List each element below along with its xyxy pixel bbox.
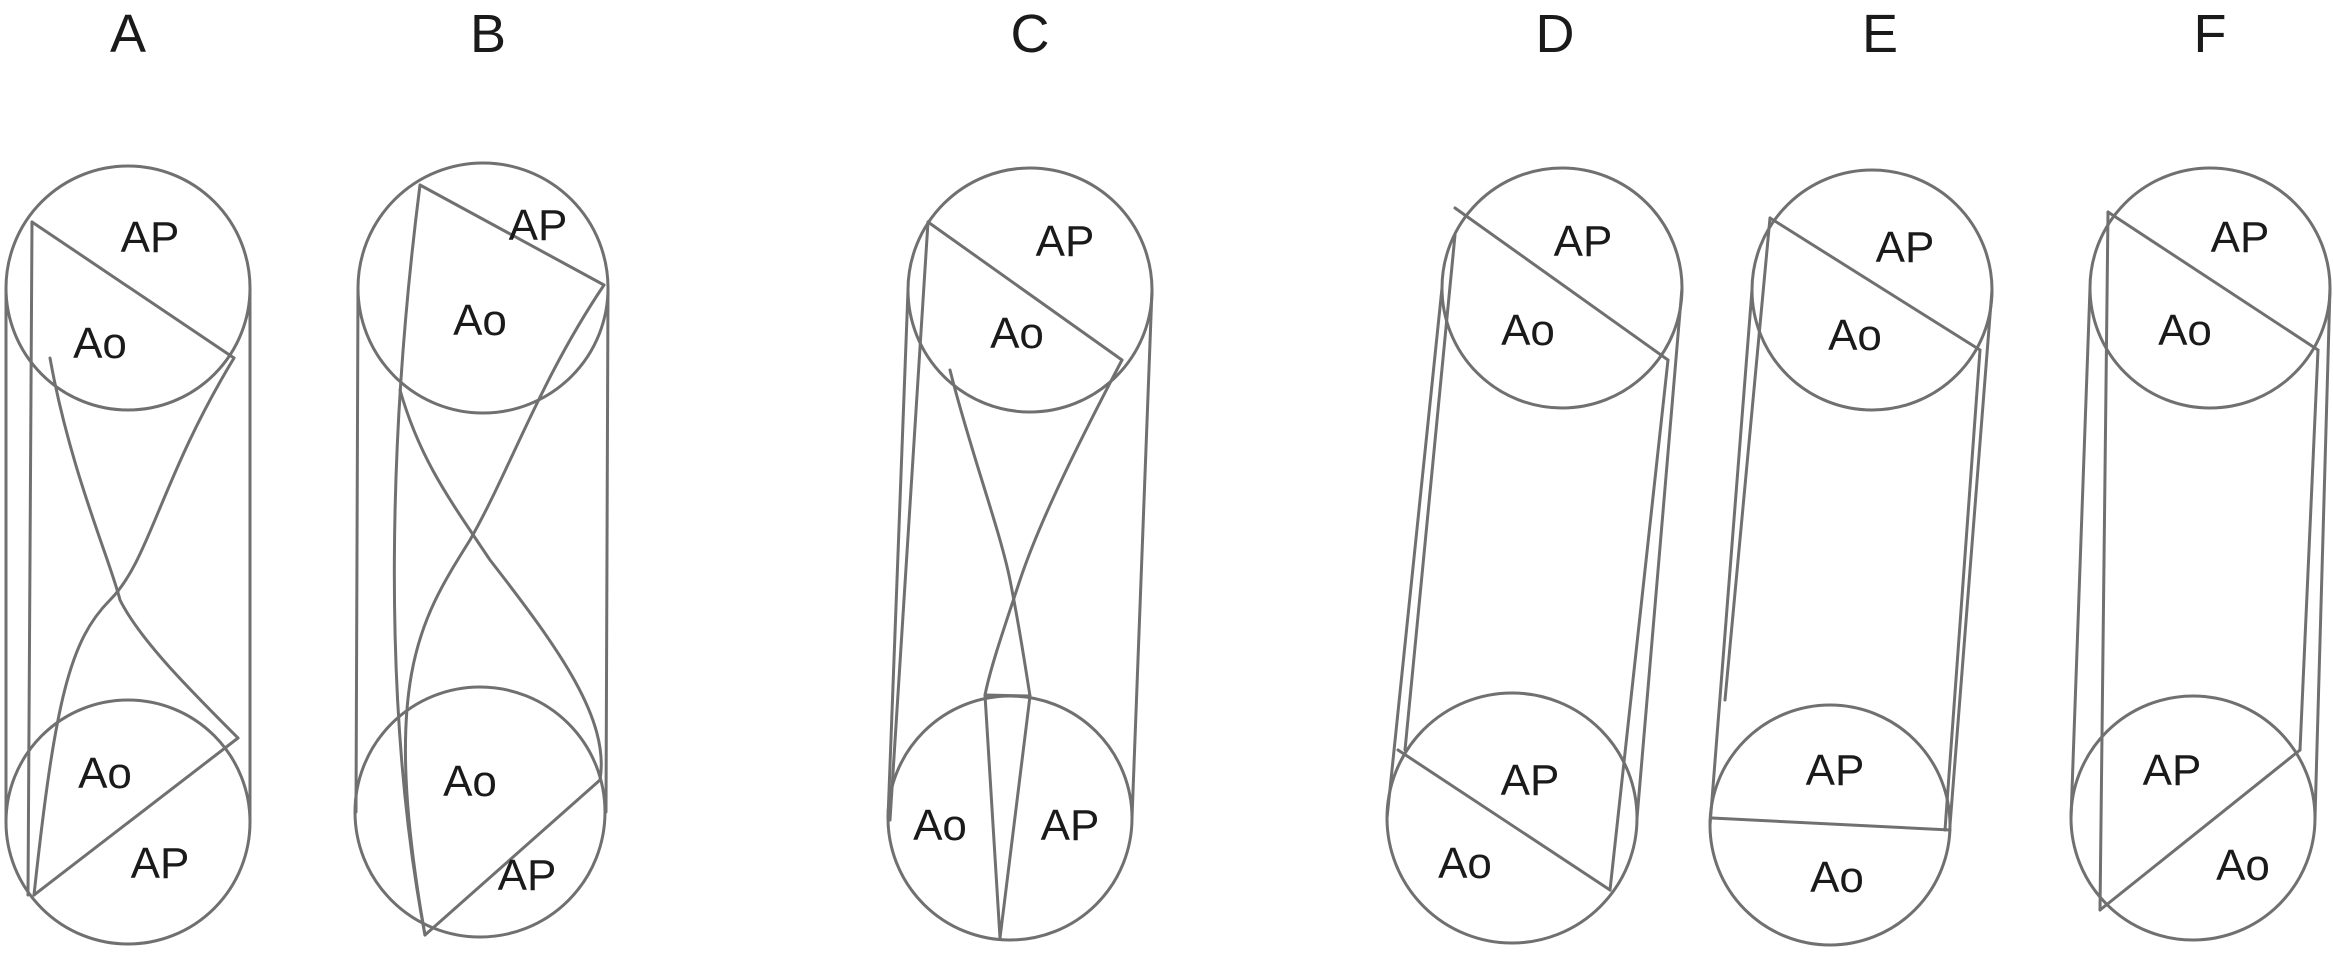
twist-line bbox=[983, 358, 1124, 697]
label-ao: Ao bbox=[1438, 839, 1492, 888]
panel-letter: B bbox=[470, 4, 506, 64]
twist-line bbox=[48, 356, 240, 740]
twist-line bbox=[403, 283, 606, 937]
tube-inner-line bbox=[2298, 348, 2320, 752]
label-ao: Ao bbox=[453, 296, 507, 345]
panel-letter: F bbox=[2194, 4, 2227, 64]
label-ap: AP bbox=[1806, 746, 1865, 795]
panel-b: B AP Ao Ao AP bbox=[353, 4, 610, 939]
septum-line bbox=[983, 693, 1032, 698]
panel-letter: D bbox=[1536, 4, 1575, 64]
label-ao: Ao bbox=[73, 319, 127, 368]
top-vessel-circle bbox=[1750, 168, 1994, 412]
label-ao: Ao bbox=[1828, 311, 1882, 360]
label-ao: Ao bbox=[1810, 853, 1864, 902]
label-ap: AP bbox=[1501, 756, 1560, 805]
septum-line bbox=[32, 736, 240, 897]
panel-letter: E bbox=[1862, 4, 1898, 64]
panel-a: A AP Ao Ao AP bbox=[4, 4, 252, 946]
septum-line bbox=[30, 220, 236, 360]
septum-line bbox=[1453, 206, 1670, 362]
tube-inner-line bbox=[1723, 216, 1772, 702]
tube-inner-line bbox=[1608, 358, 1670, 892]
label-ap: AP bbox=[498, 851, 557, 900]
tube-outline bbox=[1385, 286, 1684, 820]
label-ap: AP bbox=[1041, 801, 1100, 850]
twist-line bbox=[398, 388, 603, 782]
label-ao: Ao bbox=[913, 801, 967, 850]
tube-outline bbox=[354, 286, 610, 814]
label-ap: AP bbox=[2143, 746, 2202, 795]
septum-line bbox=[1396, 748, 1612, 892]
label-ap: AP bbox=[2211, 213, 2270, 262]
septum-line bbox=[1768, 216, 1982, 352]
septum-line bbox=[926, 220, 1124, 362]
septum-line bbox=[2098, 748, 2302, 912]
twist-line bbox=[32, 356, 236, 897]
panel-letter: C bbox=[1011, 4, 1050, 64]
septum-line bbox=[1710, 816, 1952, 832]
septum-line bbox=[2106, 210, 2320, 352]
tube-inner-line bbox=[888, 220, 930, 822]
bottom-vessel-circle bbox=[353, 685, 607, 939]
tube-inner-line bbox=[2098, 210, 2110, 912]
label-ap: AP bbox=[509, 201, 568, 250]
top-vessel-circle bbox=[1440, 166, 1684, 410]
label-ap: AP bbox=[1036, 217, 1095, 266]
label-ap: AP bbox=[121, 213, 180, 262]
label-ao: Ao bbox=[443, 757, 497, 806]
tube-inner-line bbox=[1943, 348, 1982, 832]
septum-line bbox=[418, 183, 606, 287]
top-vessel-circle bbox=[2088, 166, 2332, 410]
label-ao: Ao bbox=[990, 309, 1044, 358]
septum-line bbox=[998, 694, 1032, 940]
label-ap: AP bbox=[131, 839, 190, 888]
tube-outline bbox=[4, 286, 252, 824]
tube-inner-line bbox=[1403, 233, 1457, 752]
label-ao: Ao bbox=[2158, 306, 2212, 355]
panel-e: E AP Ao AP Ao bbox=[1708, 4, 1994, 947]
label-ao: Ao bbox=[78, 749, 132, 798]
tube-outline bbox=[2069, 286, 2332, 820]
top-vessel-circle bbox=[356, 161, 610, 415]
septum-line bbox=[423, 778, 602, 937]
panel-c: C AP Ao Ao AP bbox=[886, 4, 1154, 942]
panel-d: D AP Ao AP Ao bbox=[1385, 4, 1684, 945]
tube-outline bbox=[886, 288, 1154, 820]
septum-line bbox=[983, 693, 1002, 940]
panel-letter: A bbox=[110, 4, 146, 64]
tube-inner-line bbox=[26, 220, 34, 897]
label-ao: Ao bbox=[1501, 306, 1555, 355]
twist-line bbox=[948, 368, 1032, 698]
panel-f: F AP Ao AP Ao bbox=[2069, 4, 2332, 942]
bottom-vessel-circle bbox=[1385, 691, 1639, 945]
label-ao: Ao bbox=[2216, 841, 2270, 890]
tube-outline bbox=[1708, 288, 1994, 827]
label-ap: AP bbox=[1876, 223, 1935, 272]
label-ap: AP bbox=[1554, 217, 1613, 266]
